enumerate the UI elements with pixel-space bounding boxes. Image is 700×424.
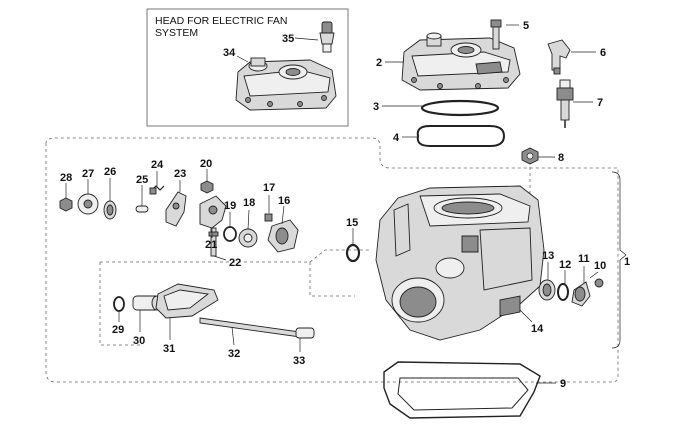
callout-8: 8	[558, 152, 564, 164]
inset-title-line1: HEAD FOR ELECTRIC FAN	[155, 15, 288, 27]
valve-cap	[571, 281, 591, 307]
small-nut	[200, 180, 214, 194]
callout-16: 16	[278, 195, 290, 207]
spacer	[103, 200, 117, 220]
callout-34: 34	[223, 47, 236, 59]
callout-1: 1	[624, 256, 630, 268]
callout-2: 2	[376, 57, 382, 69]
callout-12: 12	[559, 259, 571, 271]
callout-9: 9	[560, 378, 566, 390]
head-screw	[490, 19, 502, 50]
callout-7: 7	[597, 97, 603, 109]
callout-31: 31	[163, 343, 175, 355]
callout-21: 21	[205, 239, 217, 251]
base-gasket	[383, 361, 541, 419]
valve-shaft	[199, 317, 301, 338]
control-lever	[199, 195, 227, 229]
callout-33: 33	[293, 355, 305, 367]
callout-35: 35	[282, 33, 294, 45]
callout-23: 23	[174, 168, 186, 180]
inset-title: HEAD FOR ELECTRIC FAN SYSTEM	[155, 15, 287, 39]
assembly-outline	[45, 137, 619, 383]
callout-14: 14	[531, 323, 544, 335]
cylinder-body	[375, 185, 545, 341]
assembly-bracket	[611, 171, 627, 349]
callout-6: 6	[600, 47, 606, 59]
callout-26: 26	[104, 166, 116, 178]
callout-10: 10	[594, 260, 606, 272]
washer	[223, 226, 237, 242]
valve-bushing	[538, 279, 556, 301]
electric-fan-head	[235, 57, 337, 111]
callout-13: 13	[542, 250, 554, 262]
inset-title-line2: SYSTEM	[155, 27, 199, 39]
temperature-sensor	[319, 21, 335, 53]
valve-slide	[155, 283, 219, 319]
shaft-seal	[345, 243, 361, 263]
callout-30: 30	[133, 335, 145, 347]
callout-17: 17	[263, 182, 275, 194]
valve-lever	[165, 191, 187, 227]
nut-washer	[59, 197, 73, 212]
spring	[149, 185, 165, 195]
flanged-bushing	[77, 193, 99, 215]
callout-labels: 1 2 3 4 5 6 7 8 9 10 11 12 13 14 15 16 1…	[60, 20, 630, 390]
callout-5: 5	[523, 20, 529, 32]
callout-20: 20	[200, 158, 212, 170]
callout-15: 15	[346, 217, 358, 229]
callout-32: 32	[228, 348, 240, 360]
callout-19: 19	[224, 200, 236, 212]
pin	[135, 205, 149, 213]
callout-22: 22	[229, 257, 241, 269]
spark-plug-cap	[547, 39, 571, 75]
base-gasket-inner	[397, 377, 529, 411]
head-o-ring	[420, 99, 500, 117]
callout-27: 27	[82, 168, 94, 180]
shaft-end-bushing	[295, 327, 315, 339]
callout-3: 3	[373, 101, 379, 113]
subassembly-line-mid	[309, 262, 355, 297]
inset-box	[146, 8, 349, 127]
callout-29: 29	[112, 324, 124, 336]
callout-18: 18	[243, 197, 255, 209]
lever-pin	[208, 227, 219, 257]
cap-nut	[594, 278, 604, 288]
valve-cover-plate	[267, 219, 299, 253]
cylinder-head	[401, 32, 521, 91]
bushing	[238, 228, 258, 248]
callout-11: 11	[578, 253, 590, 265]
cap-o-ring	[557, 283, 569, 301]
head-seal-ring	[416, 125, 506, 147]
leader-lines	[65, 24, 599, 384]
callout-28: 28	[60, 172, 72, 184]
small-screw	[264, 213, 273, 222]
callout-25: 25	[136, 174, 148, 186]
shaft-washer	[113, 296, 125, 312]
spark-plug	[556, 79, 574, 128]
callout-4: 4	[393, 132, 400, 144]
cylinder-nut	[521, 147, 539, 165]
callout-24: 24	[151, 159, 164, 171]
subassembly-line-left	[99, 262, 140, 346]
